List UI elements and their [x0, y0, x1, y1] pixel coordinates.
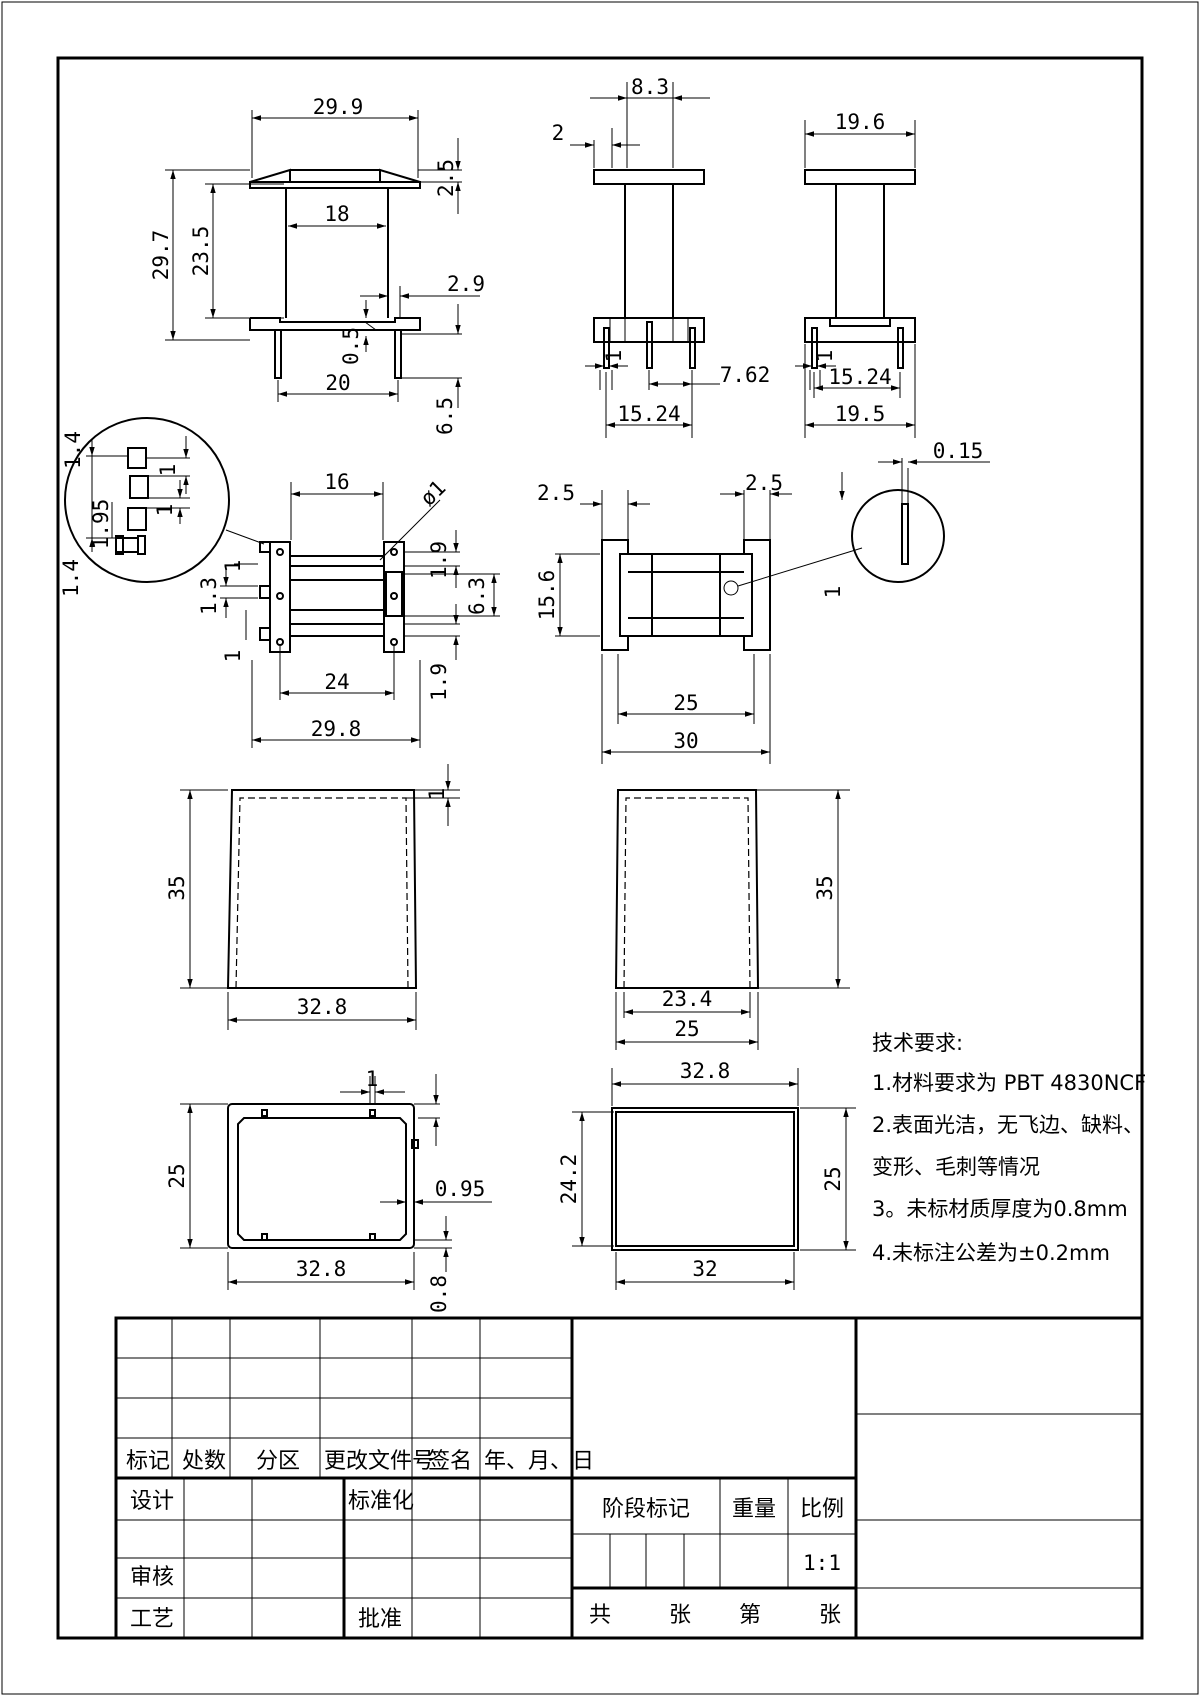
notes-title: 技术要求:	[872, 1031, 963, 1055]
tb-no: 第	[739, 1603, 761, 1628]
title-block: 标记 处数 分区 更改文件号 签名 年、月、日 设计 标准化 审核 工艺 批准 …	[114, 1316, 1144, 1640]
dim-bot-25b: 2.5	[745, 471, 783, 495]
tb-weight: 重量	[732, 1497, 776, 1522]
dim-plan-24: 24	[324, 670, 349, 694]
tb-docno: 更改文件号	[324, 1449, 434, 1474]
dim-plan-63: 6.3	[465, 577, 489, 615]
dim-plan-298: 29.8	[311, 717, 362, 741]
drawing-frame	[56, 56, 1144, 1640]
dim-lid-242: 24.2	[557, 1154, 581, 1205]
dim-top-095: 0.95	[435, 1177, 486, 1201]
detail-view-pins: 1.4 1 1.95 1 1.4	[59, 417, 265, 597]
dim-bot-25a: 2.5	[537, 481, 575, 505]
tb-sheets: 张	[669, 1603, 691, 1628]
dim-row-span: 15.24	[617, 402, 680, 426]
dim-plan-13: 1.3	[197, 577, 221, 615]
dim-pitch: 7.62	[720, 363, 771, 387]
dim-right-width: 19.6	[835, 110, 886, 134]
notes-line-1: 1.材料要求为 PBT 4830NCF	[872, 1071, 1146, 1095]
dim-plan-19a: 1.9	[427, 541, 451, 579]
dim-right-row: 15.24	[828, 365, 891, 389]
dim-can-h1: 35	[165, 875, 189, 900]
can-top-view: 1 25 0.95 32.8 0.8	[165, 1067, 492, 1313]
dim-plan-hole: ø1	[416, 476, 451, 511]
dim-top-328: 32.8	[296, 1257, 347, 1281]
dim-plan-16: 16	[324, 470, 349, 494]
dim-bot-156: 15.6	[535, 570, 559, 621]
dim-lid-328: 32.8	[680, 1059, 731, 1083]
detail-dim-5: 1.4	[59, 559, 83, 597]
tb-zone: 分区	[256, 1449, 300, 1474]
dim-tab: 2.9	[447, 272, 485, 296]
tb-design: 设计	[130, 1489, 174, 1514]
dim-can-w2b: 25	[674, 1017, 699, 1041]
dim-right-base: 19.5	[835, 402, 886, 426]
dim-standoff: 0.5	[339, 327, 363, 365]
dim-can-thk: 1	[425, 788, 449, 801]
detail-dim-4: 1	[153, 504, 177, 517]
tb-sign: 签名	[428, 1449, 472, 1474]
tb-count: 处数	[182, 1449, 226, 1474]
notes-line-2: 2.表面光洁，无飞边、缺料、	[872, 1113, 1144, 1137]
dim-side-pin: 1	[602, 350, 626, 363]
notes-line-4: 3。未标材质厚度为0.8mm	[872, 1197, 1128, 1221]
notes-line-5: 4.未标注公差为±0.2mm	[872, 1241, 1110, 1265]
dim-side-edge: 2	[552, 121, 565, 145]
tb-date: 年、月、日	[484, 1449, 594, 1474]
tb-standard: 标准化	[348, 1489, 414, 1514]
tb-total: 共	[589, 1603, 611, 1628]
dim-side-top: 8.3	[631, 75, 669, 99]
tb-sheet: 张	[819, 1603, 841, 1628]
dim-right-pin: 1	[813, 350, 837, 363]
dim-flange-thk: 2.5	[434, 159, 458, 197]
notes-line-3: 变形、毛刺等情况	[872, 1155, 1040, 1179]
dim-top-25: 25	[165, 1163, 189, 1188]
detail-dim-1: 1.4	[61, 431, 85, 469]
dim-can-w1: 32.8	[297, 995, 348, 1019]
right-view: 19.6 1 15.24 19.5	[795, 110, 916, 438]
dim-lid-32: 32	[692, 1257, 717, 1281]
dim-inner-height: 23.5	[189, 226, 213, 277]
bottom-view: 2.5 2.5 15.6 0.15 1 25 30	[535, 439, 990, 764]
tb-scale: 比例	[800, 1497, 844, 1522]
dim-bot-1: 1	[821, 586, 845, 599]
dim-can-h2: 35	[813, 875, 837, 900]
detail-dim-3: 1.95	[89, 499, 113, 550]
lid-view: 32.8 24.2 25 32	[557, 1059, 856, 1290]
dim-can-w2a: 23.4	[662, 987, 713, 1011]
tb-scale-value: 1:1	[803, 1551, 841, 1575]
dim-plan-1b: 1	[221, 650, 245, 663]
dim-top-08: 0.8	[427, 1275, 451, 1313]
can-front-view: 1 35 32.8	[165, 764, 460, 1030]
tb-process: 工艺	[130, 1607, 174, 1632]
tb-review: 审核	[130, 1565, 174, 1590]
front-view: 29.9 2.5 29.7 23.5 18 2.9 0.5 20 6.5	[149, 95, 485, 435]
dim-bot-25: 25	[673, 691, 698, 715]
dim-pin-span: 20	[325, 371, 350, 395]
tb-approve: 批准	[358, 1607, 402, 1632]
dim-bot-30: 30	[673, 729, 698, 753]
dim-top-1: 1	[366, 1067, 379, 1091]
dim-plan-19b: 1.9	[427, 663, 451, 701]
dim-lid-25: 25	[821, 1166, 845, 1191]
dim-overall-height: 29.7	[149, 230, 173, 281]
detail-dim-2: 1	[156, 464, 180, 477]
dim-bot-015: 0.15	[933, 439, 984, 463]
dim-top-width: 29.9	[313, 95, 364, 119]
dim-pin-length: 6.5	[433, 397, 457, 435]
plan-view: 16 ø1 1.9 6.3 1.9 1.3 1 1 24 29.8	[197, 470, 500, 748]
dim-core-width: 18	[324, 202, 349, 226]
tb-stage: 阶段标记	[602, 1497, 690, 1522]
side-view: 8.3 2 1 7.62 15.24	[552, 75, 771, 438]
tb-mark: 标记	[126, 1449, 170, 1474]
dim-plan-1a: 1	[221, 560, 245, 573]
technical-notes: 技术要求: 1.材料要求为 PBT 4830NCF 2.表面光洁，无飞边、缺料、…	[872, 1031, 1146, 1265]
can-side-view: 35 23.4 25	[614, 789, 850, 1050]
